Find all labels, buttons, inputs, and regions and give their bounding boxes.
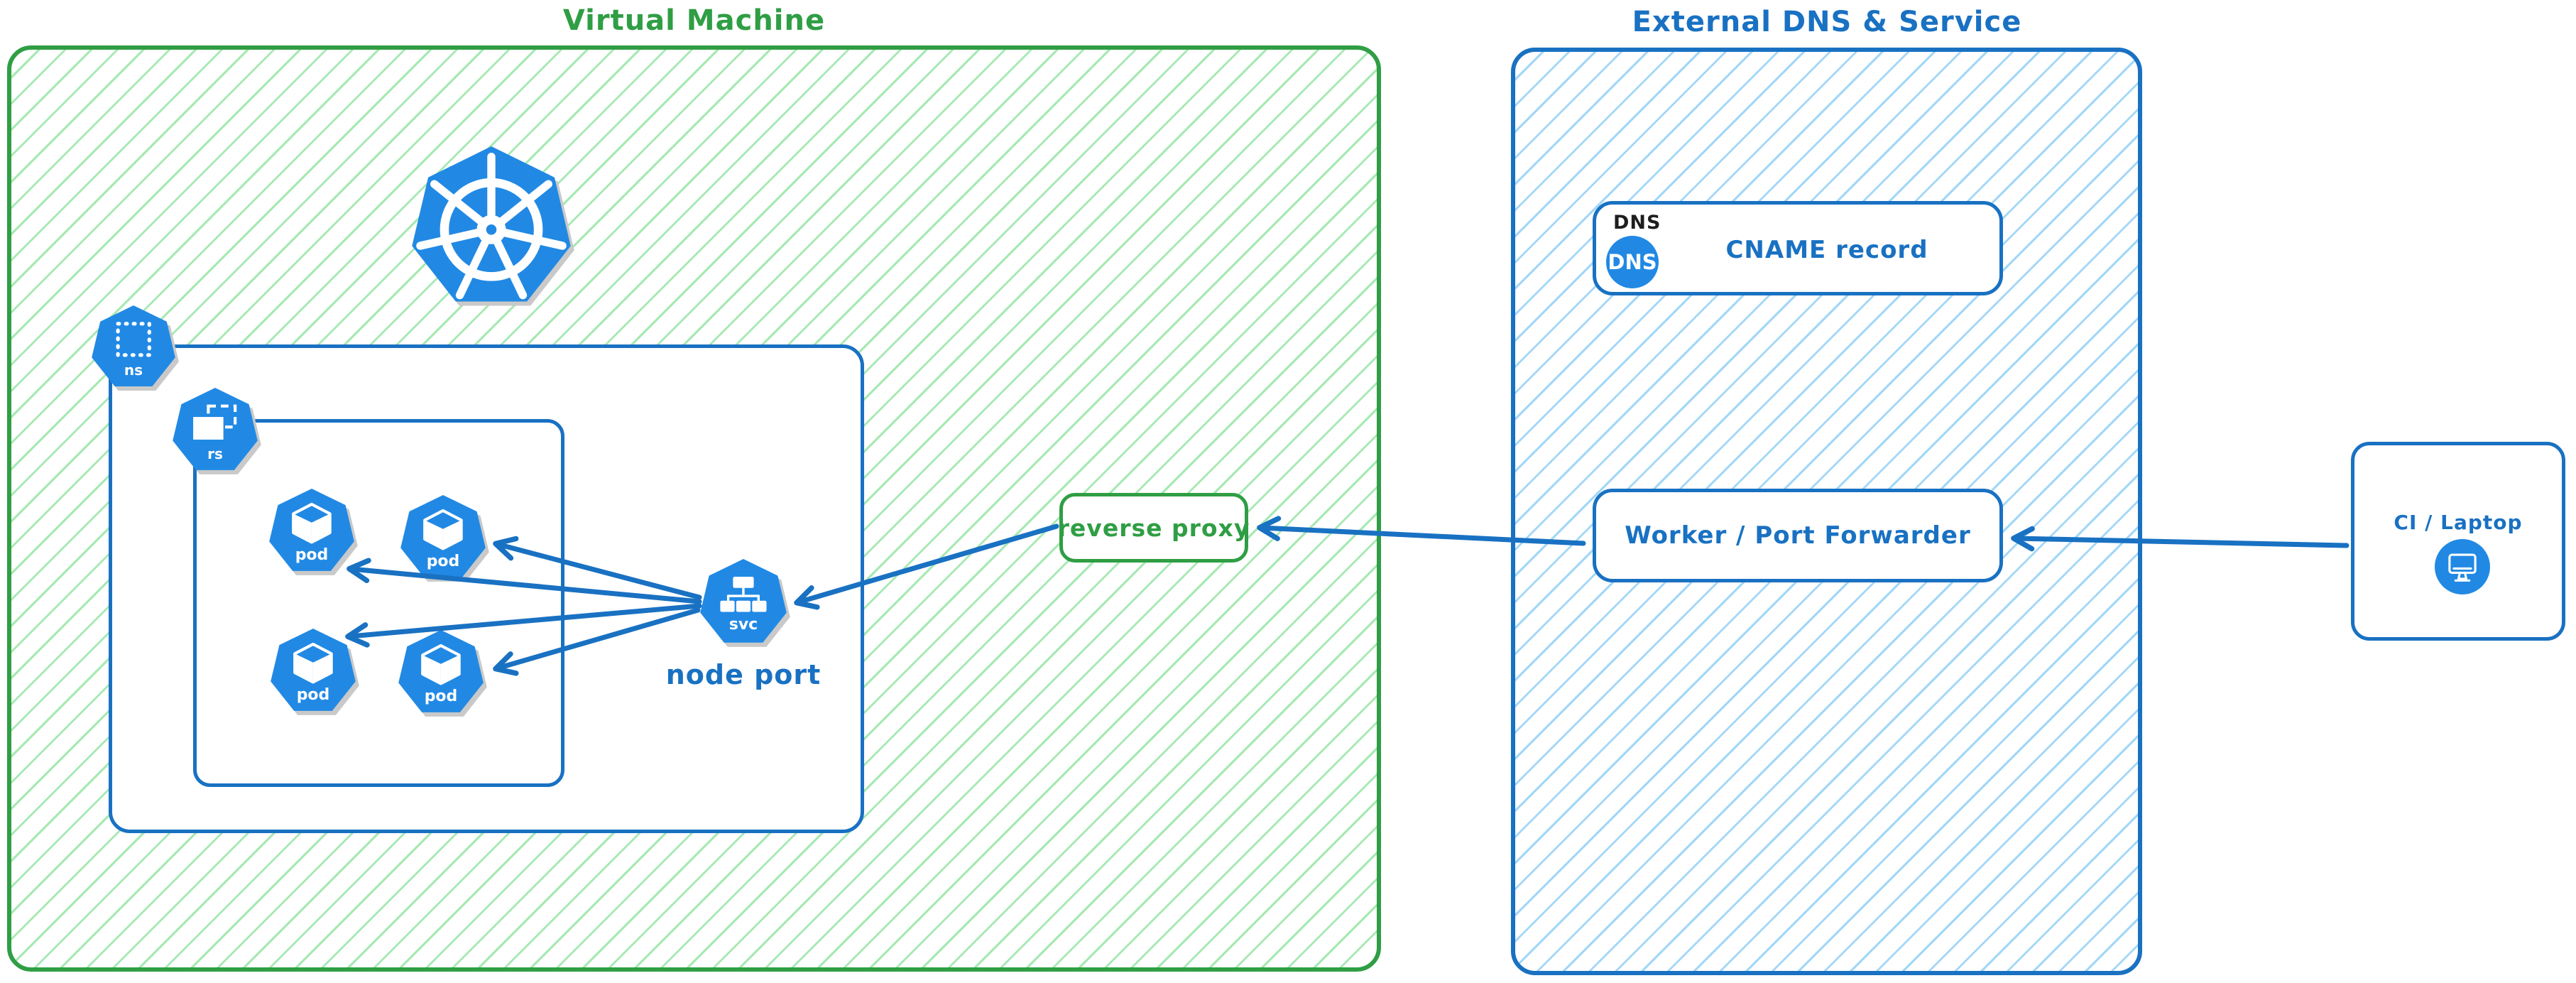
pod-icon: pod: [400, 495, 486, 582]
monitor-icon: [2435, 539, 2490, 594]
cname-record-label: CNAME record: [1725, 236, 1928, 264]
pod-icon-label: pod: [426, 552, 460, 570]
pod-icon-label: pod: [295, 545, 329, 564]
pod-icon-label: pod: [424, 687, 458, 705]
worker-port-forwarder-label: Worker / Port Forwarder: [1625, 521, 1971, 550]
worker-port-forwarder-box: Worker / Port Forwarder: [1593, 489, 2003, 582]
dns-badge-icon: DNS: [1606, 236, 1659, 288]
ci-laptop-box: CI / Laptop: [2351, 442, 2565, 641]
ci-laptop-label: CI / Laptop: [2394, 511, 2523, 534]
service-icon: svc: [699, 559, 787, 647]
dns-tag-label: DNS: [1613, 212, 1661, 234]
replicaset-icon: rs: [172, 388, 258, 474]
kubernetes-logo-icon: [410, 146, 572, 310]
reverse-proxy-label: reverse proxy: [1057, 514, 1250, 542]
pod-icon: pod: [270, 629, 356, 715]
reverse-proxy-box: reverse proxy: [1057, 493, 1250, 563]
pod-icon: pod: [268, 489, 355, 575]
dns-badge-label: DNS: [1608, 250, 1657, 274]
vm-group-title: Virtual Machine: [562, 4, 826, 37]
pod-icon: pod: [398, 630, 484, 717]
namespace-icon-label: ns: [124, 362, 143, 379]
node-port-caption: node port: [665, 659, 822, 690]
dns-record-card: DNS DNS CNAME record: [1593, 201, 2003, 295]
pod-icon-label: pod: [296, 685, 330, 704]
replicaset-icon-label: rs: [207, 445, 223, 462]
service-icon-label: svc: [728, 615, 758, 634]
namespace-icon: ns: [91, 305, 176, 391]
external-group-title: External DNS & Service: [1632, 6, 2022, 38]
